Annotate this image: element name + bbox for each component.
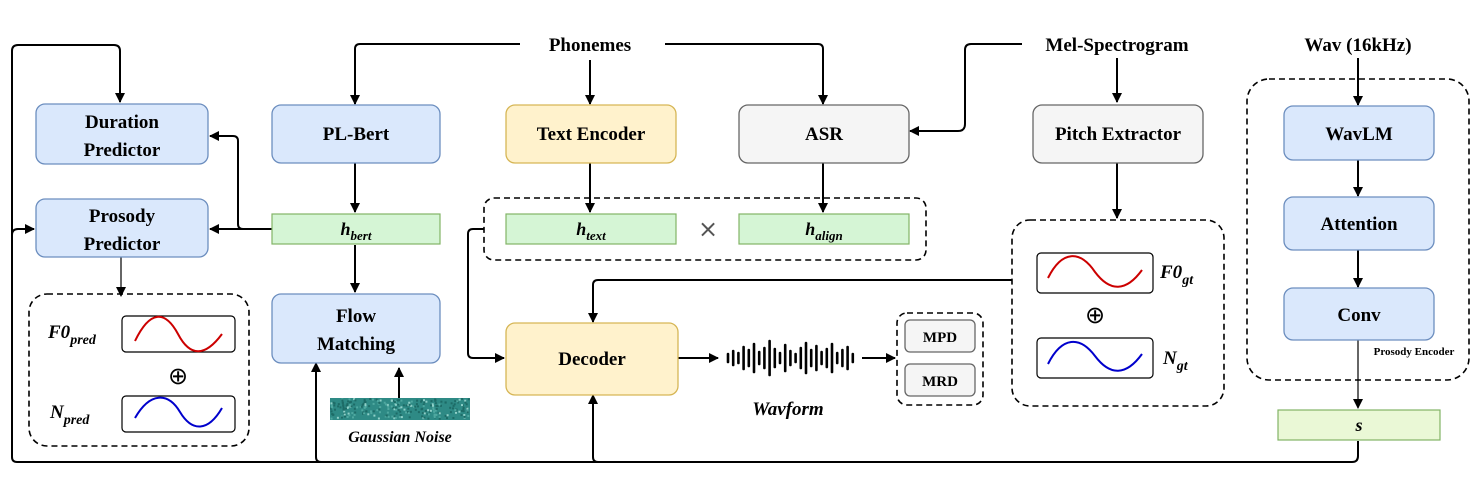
htext-bar	[505, 213, 677, 245]
concat-group	[483, 197, 927, 261]
arrow-mel-to-asr	[909, 43, 1022, 136]
n-pred-box	[121, 395, 236, 433]
flow-matching-label-line2: Matching	[317, 334, 396, 355]
asr-label: ASR	[805, 124, 843, 145]
waveform-glyph	[726, 339, 855, 377]
dashed-groups	[28, 78, 1470, 447]
asr-box	[738, 104, 910, 164]
decoder-label: Decoder	[558, 349, 626, 370]
hbert-label: hbert	[341, 219, 372, 243]
attention-box	[1283, 196, 1435, 251]
flow-matching-label-line1: Flow	[336, 306, 376, 327]
wave-boxes	[121, 252, 1154, 433]
gaussian-noise-label: Gaussian Noise	[348, 429, 452, 446]
feature-bars	[271, 213, 1441, 441]
hbert-bar	[271, 213, 441, 245]
prosody-predictor-label-line1: Prosody	[89, 206, 156, 227]
module-boxes	[35, 103, 1435, 397]
duration-predictor-box	[35, 103, 209, 165]
conv-box	[1283, 287, 1435, 341]
pitch-extractor-box	[1032, 104, 1204, 164]
oplus-pred: ⊕	[168, 362, 188, 390]
n-pred-label: Npred	[49, 402, 90, 428]
mrd-label: MRD	[922, 374, 958, 390]
oplus-gt: ⊕	[1085, 301, 1105, 329]
prosody-encoder-group	[1246, 78, 1470, 381]
n-gt-wave	[1047, 340, 1143, 372]
disc-group	[896, 312, 984, 406]
conv-label: Conv	[1337, 305, 1381, 326]
n-pred-wave	[134, 396, 223, 428]
connectors	[11, 43, 1363, 463]
arrow-s-to-duration	[11, 44, 125, 240]
prosody-predictor-label-line2: Predictor	[84, 234, 161, 255]
duration-predictor-label-line2: Predictor	[84, 140, 161, 161]
wavlm-label: WavLM	[1325, 124, 1393, 145]
halign-label: halign	[805, 219, 842, 243]
text-encoder-label: Text Encoder	[537, 124, 646, 145]
text-encoder-box	[505, 104, 677, 164]
duration-predictor-label-line1: Duration	[85, 112, 159, 133]
times-symbol: ×	[698, 215, 718, 243]
n-gt-label: Ngt	[1162, 348, 1189, 374]
mpd-box	[904, 319, 976, 353]
halign-bar	[738, 213, 910, 245]
wavlm-box	[1283, 105, 1435, 161]
arrow-s-to-decoder	[588, 394, 1359, 463]
prosody-predictor-box	[35, 198, 209, 258]
f0-pred-wave	[134, 315, 223, 353]
gaussian-noise-image	[330, 398, 470, 420]
htext-label: htext	[576, 219, 606, 243]
n-gt-box	[1036, 337, 1154, 379]
waveform-label: Wavform	[752, 399, 823, 420]
f0-pred-label: F0pred	[47, 322, 97, 348]
arrow-s-to-predictors	[11, 224, 321, 463]
phonemes-label: Phonemes	[549, 35, 631, 56]
arrow-concat-to-decoder	[467, 228, 505, 363]
s-bar	[1277, 409, 1441, 441]
mrd-box	[904, 363, 976, 397]
f0-gt-label: F0gt	[1159, 262, 1194, 288]
mel-spectrogram-label: Mel-Spectrogram	[1045, 35, 1188, 56]
flow-matching-box	[271, 293, 441, 364]
arrow-phonemes-to-plbert	[350, 43, 520, 105]
arrow-hbert-to-duration	[209, 131, 272, 230]
plbert-box	[271, 104, 441, 164]
gt-group	[1011, 219, 1225, 407]
wav-label: Wav (16kHz)	[1304, 35, 1411, 56]
s-label: s	[1354, 415, 1362, 435]
arrow-phonemes-to-asr	[665, 43, 828, 105]
mpd-label: MPD	[923, 330, 957, 346]
text-labels: Phonemes Mel-Spectrogram Wav (16kHz) Dur…	[47, 35, 1454, 446]
attention-label: Attention	[1320, 214, 1397, 235]
f0-gt-wave	[1047, 255, 1143, 288]
prosody-encoder-label: Prosody Encoder	[1374, 346, 1455, 358]
pred-group	[28, 293, 250, 447]
decoder-box	[505, 322, 679, 396]
plbert-label: PL-Bert	[323, 124, 390, 145]
pitch-extractor-label: Pitch Extractor	[1055, 124, 1182, 145]
arrow-gt-to-decoder	[588, 279, 1012, 323]
